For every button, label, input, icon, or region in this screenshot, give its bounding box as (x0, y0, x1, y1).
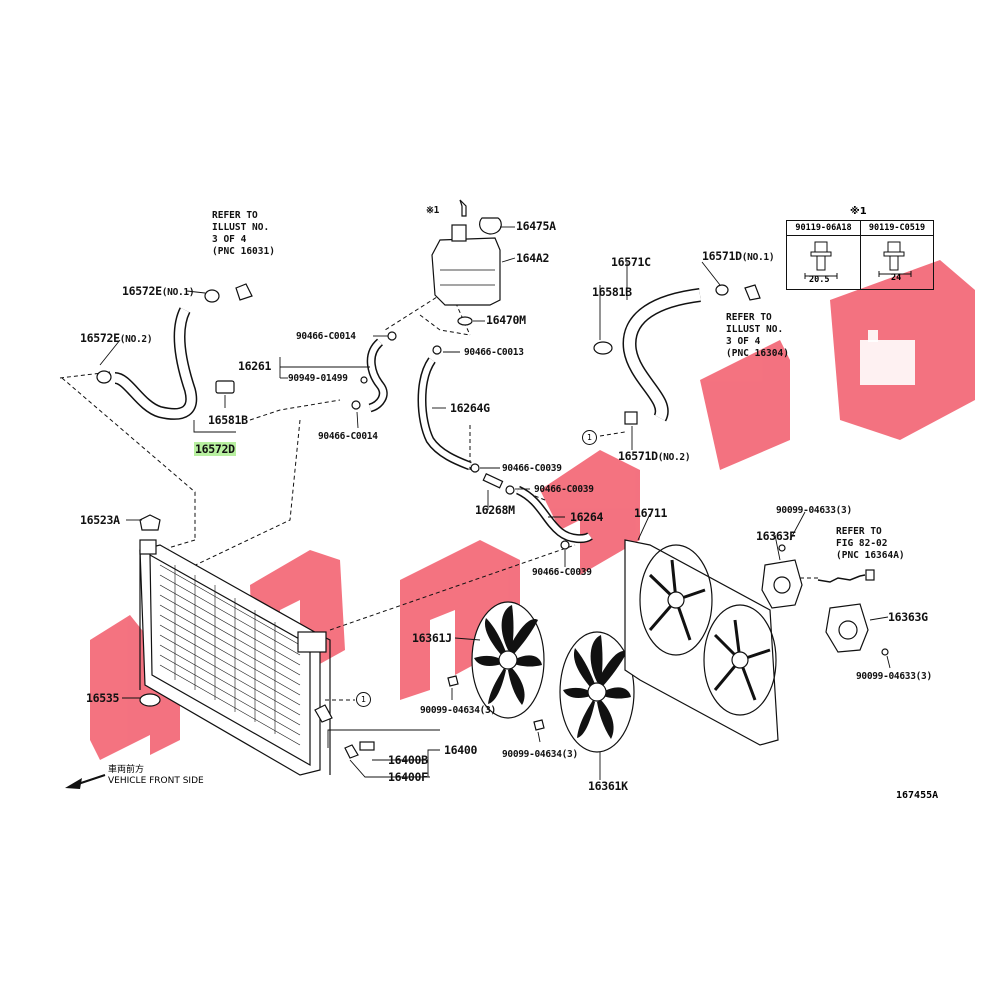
label-16572E-no2: 16572E(NO.2) (80, 331, 153, 346)
fan-motor-16363F (761, 544, 875, 609)
leader-lines (99, 226, 891, 780)
label-16268M: 16268M (475, 503, 515, 517)
figure-id: 167455A (896, 790, 939, 801)
label-90099-04634-b: 90099-04634(3) (502, 749, 578, 760)
small-hoses (351, 331, 593, 550)
label-90099-04633-a: 90099-04633(3) (776, 505, 852, 516)
label-16572D: 16572D (194, 442, 236, 456)
label-16400F: 16400F (388, 770, 428, 784)
label-90466-C0039-a: 90466-C0039 (502, 463, 562, 474)
bolt-table-col1: 90119-06A18 (787, 221, 860, 236)
lower-hose (593, 284, 761, 425)
bolt-table-drawings (804, 241, 912, 279)
fan-shroud (624, 539, 779, 746)
bolt-table-col2: 90119-C0519 (861, 221, 933, 236)
label-16470M: 16470M (486, 313, 526, 327)
label-90466-C0014-b: 90466-C0014 (318, 431, 378, 442)
label-16581B-left: 16581B (208, 413, 248, 427)
label-16571C: 16571C (611, 255, 651, 269)
label-16261: 16261 (238, 359, 272, 373)
fan-16361J (471, 601, 545, 719)
reservoir-tank (431, 199, 502, 326)
label-90466-C0013: 90466-C0013 (464, 347, 524, 358)
bolt-dim-2: 24 (891, 273, 902, 283)
radiator (139, 514, 375, 776)
fan-16361K (559, 631, 635, 753)
label-16581B-right: 16581B (592, 285, 632, 299)
label-90466-C0039-c: 90466-C0039 (532, 567, 592, 578)
label-16264G: 16264G (450, 401, 490, 415)
label-16523A: 16523A (80, 513, 120, 527)
label-164A2: 164A2 (516, 251, 550, 265)
fan-motor-16363G (825, 603, 889, 656)
label-90949-01499: 90949-01499 (288, 373, 348, 384)
label-90466-C0014-a: 90466-C0014 (296, 331, 356, 342)
bolt-table-star: ※1 (850, 206, 867, 217)
label-16400B: 16400B (388, 753, 428, 767)
label-16400: 16400 (444, 743, 478, 757)
label-16572E-no1: 16572E(NO.1) (122, 284, 195, 299)
upper-hose (96, 283, 253, 420)
screws (447, 675, 545, 731)
label-16363F: 16363F (756, 529, 796, 543)
label-16571D-no1: 16571D(NO.1) (702, 249, 775, 264)
label-90466-C0039-b: 90466-C0039 (534, 484, 594, 495)
label-90099-04634-a: 90099-04634(3) (420, 705, 496, 716)
label-16361K: 16361K (588, 779, 628, 793)
label-90099-04633-b: 90099-04633(3) (856, 671, 932, 682)
label-16711: 16711 (634, 506, 668, 520)
vehicle-front-note: 車両前方 VEHICLE FRONT SIDE (108, 765, 204, 786)
ref-circle-left: 1 (356, 692, 371, 707)
bolt-dim-1: 20.5 (809, 275, 830, 285)
front-arrow-icon (65, 778, 82, 789)
label-star-bolt: ※1 (426, 205, 440, 216)
label-16363G: 16363G (888, 610, 928, 624)
label-16361J: 16361J (412, 631, 452, 645)
bolt-table: 90119-06A18 90119-C0519 20.5 24 (786, 220, 934, 290)
label-16535: 16535 (86, 691, 120, 705)
label-16571D-no2: 16571D(NO.2) (618, 449, 691, 464)
label-16264: 16264 (570, 510, 604, 524)
label-16475A: 16475A (516, 219, 556, 233)
ref-circle-right: 1 (582, 430, 597, 445)
